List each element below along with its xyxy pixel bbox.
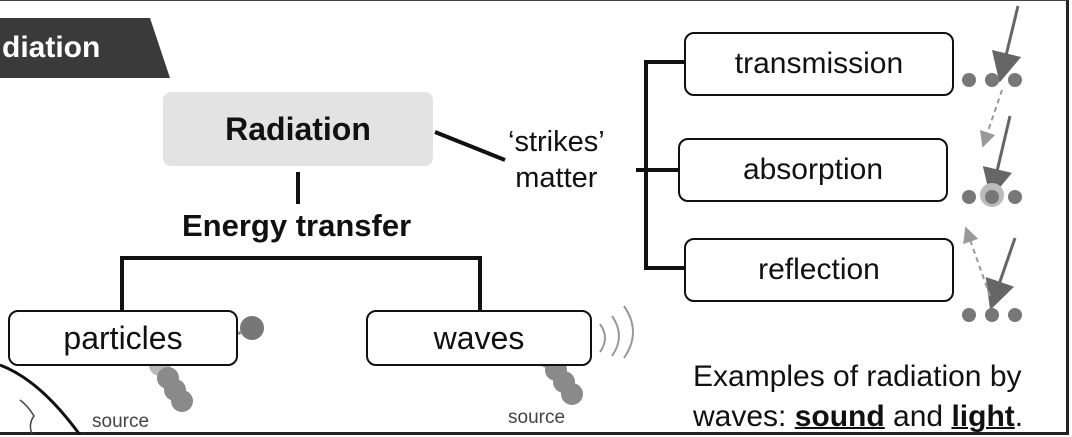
waves-source-label: source — [508, 407, 566, 428]
transmission-box: transmission — [684, 32, 954, 96]
examples-prefix: waves: — [693, 400, 795, 433]
absorption-label: absorption — [742, 153, 884, 186]
energy-transfer-label: Energy transfer — [182, 208, 412, 243]
strikes-matter-label: ‘strikes’ matter — [508, 126, 605, 194]
particles-label: particles — [63, 319, 183, 356]
waves-box: waves — [366, 310, 592, 366]
and-word: and — [884, 400, 952, 433]
examples-line1: Examples of radiation by — [693, 360, 1022, 393]
reflection-label: reflection — [758, 253, 880, 286]
sound-word: sound — [794, 400, 885, 433]
waves-label: waves — [433, 319, 525, 356]
period: . — [1014, 400, 1024, 433]
radiation-box: Radiation — [163, 92, 433, 166]
banner-title: diation — [2, 31, 101, 64]
radiation-title: Radiation — [225, 110, 371, 147]
transmission-label: transmission — [734, 47, 904, 80]
absorption-box: absorption — [678, 138, 948, 202]
examples-text: Examples of radiation by waves: sound an… — [693, 357, 1023, 437]
particles-source-label: source — [92, 411, 150, 432]
section-banner: diation — [0, 18, 170, 78]
particles-box: particles — [8, 310, 238, 366]
examples-line2: waves: sound and light. — [693, 397, 1023, 437]
reflection-box: reflection — [684, 238, 954, 302]
light-word: light — [951, 400, 1015, 433]
